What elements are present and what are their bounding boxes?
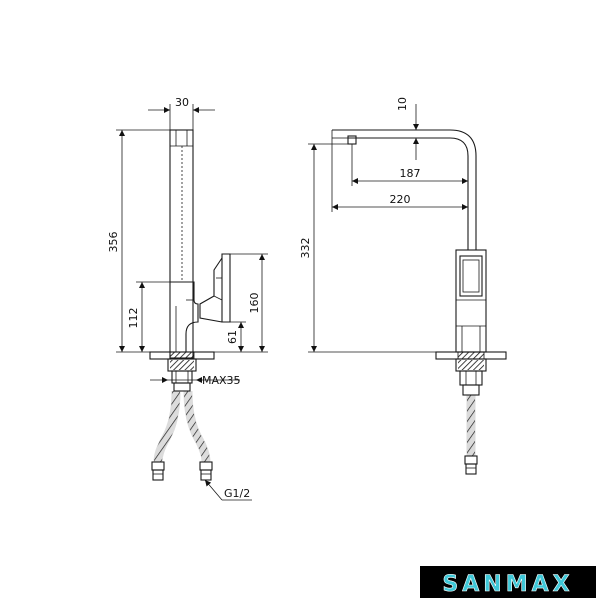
- front-view: 30: [107, 96, 268, 501]
- dim-width-label: 30: [175, 96, 189, 109]
- faucet-lever-handle: [199, 253, 231, 323]
- faucet-valve-body: [170, 281, 199, 353]
- dim-spout-thickness: 10: [396, 97, 424, 160]
- dim-spout-height: 332: [299, 143, 436, 353]
- side-valve-body: [455, 249, 487, 353]
- dim-spout-thickness-label: 10: [396, 97, 409, 111]
- dim-lever-height: 160: [214, 253, 268, 353]
- side-supply-hose: [464, 395, 478, 475]
- side-mounting-base: [435, 351, 507, 396]
- dim-reach-inner-label: 187: [400, 167, 421, 180]
- dim-lever-height-label: 160: [248, 293, 261, 314]
- brand-logo: SANMAX: [420, 566, 596, 598]
- dim-reach-total-label: 220: [390, 193, 411, 206]
- dim-thread-label: G1/2: [224, 487, 250, 500]
- dim-total-height: 356: [107, 129, 170, 353]
- dim-body-height-label: 112: [127, 308, 140, 329]
- dim-lever-offset-label: 61: [226, 330, 239, 344]
- dim-spout-height-label: 332: [299, 238, 312, 259]
- brand-logo-text: SANMAX: [442, 572, 573, 597]
- dim-body-height: 112: [127, 281, 170, 352]
- supply-hoses: [151, 390, 213, 481]
- dim-reach-total: 220: [331, 138, 469, 212]
- dim-max-hole: MAX35: [150, 374, 241, 387]
- front-mounting-base: [149, 351, 215, 392]
- dim-thread-callout: G1/2: [204, 479, 252, 501]
- side-spout: [331, 129, 477, 250]
- dim-total-height-label: 356: [107, 232, 120, 253]
- dim-max-hole-label: MAX35: [202, 374, 241, 387]
- brand-logo-background: [420, 566, 596, 598]
- dim-reach-inner: 187: [351, 150, 469, 186]
- dim-width-30: 30: [148, 96, 215, 130]
- dim-lever-offset: 61: [222, 321, 246, 352]
- side-view: 10 187 220 332: [299, 97, 507, 475]
